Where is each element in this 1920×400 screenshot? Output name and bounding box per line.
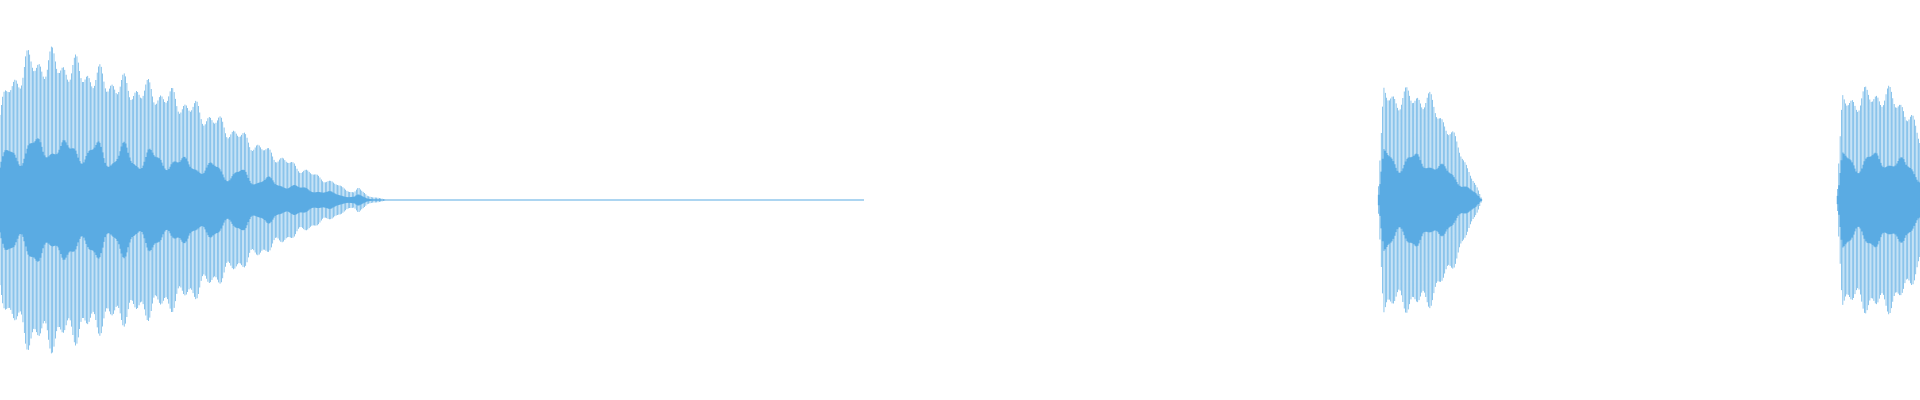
segment-burst-middle (1377, 87, 1483, 313)
segment-burst-right (1836, 85, 1920, 315)
waveform-trace (0, 46, 1920, 354)
segment-long-decay (0, 46, 864, 354)
